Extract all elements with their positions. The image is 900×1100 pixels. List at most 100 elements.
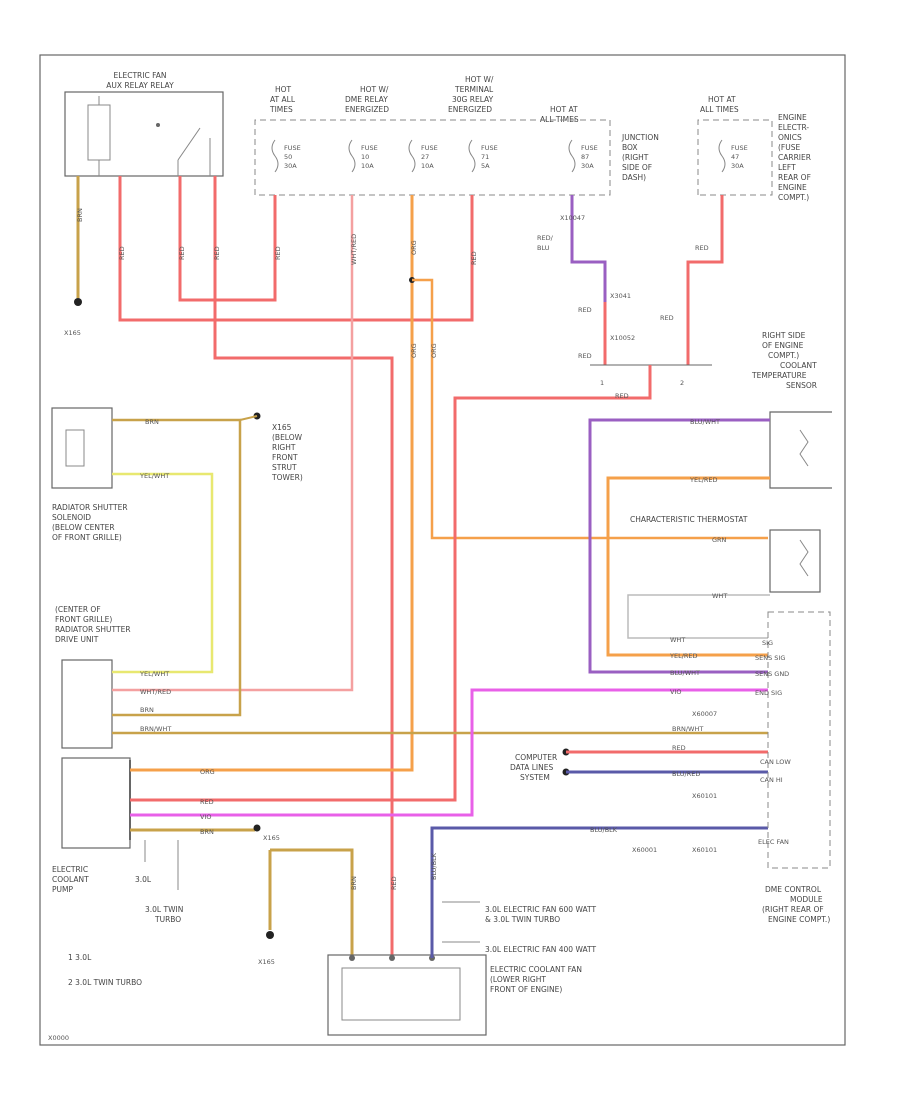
svg-text:BLU/WHT: BLU/WHT	[690, 418, 720, 426]
fuse-50: FUSE 50 30A	[271, 139, 301, 173]
svg-text:3.0L ELECTRIC FAN 600 WATT: 3.0L ELECTRIC FAN 600 WATT	[485, 905, 596, 914]
svg-text:BRN: BRN	[76, 208, 84, 222]
fuse-header-3-line4: ENERGIZED	[448, 105, 492, 114]
fuse-header-3-line1: HOT W/	[465, 75, 494, 84]
svg-text:1: 1	[600, 379, 604, 387]
svg-text:X165: X165	[258, 958, 275, 966]
svg-text:BRN/WHT: BRN/WHT	[140, 725, 171, 733]
svg-text:END SIG: END SIG	[755, 689, 782, 697]
svg-text:OF ENGINE: OF ENGINE	[762, 341, 804, 350]
fuse-box-junction: HOT AT ALL TIMES HOT W/ DME RELAY ENERGI…	[254, 75, 659, 196]
svg-text:BRN: BRN	[140, 706, 154, 714]
svg-text:10: 10	[361, 153, 369, 161]
svg-text:FUSE: FUSE	[731, 144, 748, 152]
svg-text:3.0L: 3.0L	[135, 875, 152, 884]
svg-text:FUSE: FUSE	[421, 144, 438, 152]
svg-text:COMPUTER: COMPUTER	[515, 753, 557, 762]
svg-text:X60101: X60101	[692, 846, 717, 854]
junction-box-line4: SIDE OF	[622, 163, 652, 172]
svg-text:30A: 30A	[731, 162, 744, 170]
radiator-shutter-solenoid: BRN YEL/WHT X165 (BELOW RIGHT FRONT STRU…	[51, 407, 303, 717]
svg-text:30A: 30A	[284, 162, 297, 170]
relay-title-2: AUX RELAY RELAY	[106, 81, 174, 90]
wires-top: X165	[64, 176, 768, 958]
wire-red-to-pump	[145, 365, 652, 802]
wire-fan-to-dme	[430, 826, 768, 958]
svg-text:WHT: WHT	[712, 592, 727, 600]
svg-text:BRN/WHT: BRN/WHT	[672, 725, 703, 733]
fuse-header-5-line2: ALL TIMES	[700, 105, 739, 114]
svg-text:RED: RED	[695, 244, 709, 252]
svg-text:X10052: X10052	[610, 334, 635, 342]
dme-control-module: SIG SENS SIG SENS GND END SIG CAN LOW CA…	[632, 611, 831, 924]
svg-text:RADIATOR SHUTTER: RADIATOR SHUTTER	[55, 625, 131, 634]
svg-text:X165: X165	[263, 834, 280, 842]
fuse-carrier-engine: HOT AT ALL TIMES FUSE 47 30A ENGINE ELEC…	[697, 95, 811, 202]
fuse-header-2-line2: DME RELAY	[345, 95, 388, 104]
svg-text:DME CONTROL: DME CONTROL	[765, 885, 822, 894]
fuse-71: FUSE 71 5A	[468, 139, 498, 173]
svg-text:STRUT: STRUT	[272, 463, 297, 472]
svg-text:X165: X165	[272, 423, 292, 432]
svg-text:ENGINE: ENGINE	[778, 113, 807, 122]
svg-text:FUSE: FUSE	[581, 144, 598, 152]
fuse-27: FUSE 27 10A	[408, 139, 438, 173]
svg-text:ORG: ORG	[410, 240, 418, 255]
svg-text:ELECTRIC: ELECTRIC	[52, 865, 88, 874]
svg-text:BLU/WHT: BLU/WHT	[670, 669, 700, 677]
fuse-header-4-line1: HOT AT	[550, 105, 578, 114]
fuse-header-3-line3: 30G RELAY	[452, 95, 494, 104]
junction-box-line1: JUNCTION	[621, 133, 659, 142]
svg-text:WHT/RED: WHT/RED	[350, 234, 358, 265]
svg-text:47: 47	[731, 153, 739, 161]
ground-label-1: X165	[64, 329, 81, 337]
svg-text:YEL/RED: YEL/RED	[669, 652, 698, 660]
svg-text:ORG: ORG	[410, 343, 418, 358]
fuse-header-2-line1: HOT W/	[360, 85, 389, 94]
wire-relay-to-fuse71	[118, 176, 474, 322]
wire-shutter-yel-wht	[112, 472, 214, 674]
relay-title-1: ELECTRIC FAN	[114, 71, 167, 80]
svg-text:3.0L ELECTRIC FAN 400 WATT: 3.0L ELECTRIC FAN 400 WATT	[485, 945, 596, 954]
wire-labels-top: BRN RED RED RED RED WHT/RED ORG RED ORG …	[76, 208, 709, 400]
svg-text:LEFT: LEFT	[778, 163, 796, 172]
fuse-header-1-line3: TIMES	[269, 105, 293, 114]
svg-text:RED/: RED/	[537, 234, 554, 242]
wire-relay-to-fuse50	[178, 176, 277, 302]
svg-text:ONICS: ONICS	[778, 133, 802, 142]
fuse-header-2-line3: ENERGIZED	[345, 105, 389, 114]
svg-text:X3041: X3041	[610, 292, 631, 300]
svg-text:SOLENOID: SOLENOID	[52, 513, 91, 522]
svg-text:RED: RED	[274, 246, 282, 260]
svg-text:SYSTEM: SYSTEM	[520, 773, 550, 782]
wire-fuse87	[570, 195, 607, 302]
coolant-temperature-sensor: RIGHT SIDE OF ENGINE COMPT.) COOLANT TEM…	[588, 331, 832, 674]
fuse-10: FUSE 10 10A	[348, 139, 378, 173]
svg-text:BRN: BRN	[145, 418, 159, 426]
svg-text:BLU/BLK: BLU/BLK	[430, 852, 438, 880]
diagram-id: X0000	[48, 1034, 69, 1042]
svg-text:SENSOR: SENSOR	[786, 381, 817, 390]
svg-text:10A: 10A	[421, 162, 434, 170]
svg-text:(FUSE: (FUSE	[778, 143, 800, 152]
svg-text:2: 2	[680, 379, 684, 387]
svg-text:ELECTR-: ELECTR-	[778, 123, 809, 132]
svg-text:OF FRONT GRILLE): OF FRONT GRILLE)	[52, 533, 122, 542]
svg-text:YEL/WHT: YEL/WHT	[139, 670, 169, 678]
legend: 1 3.0L 2 3.0L TWIN TURBO	[68, 953, 142, 987]
svg-text:ENGINE: ENGINE	[778, 183, 807, 192]
svg-text:RED: RED	[200, 798, 214, 806]
svg-text:X60101: X60101	[692, 792, 717, 800]
svg-text:RED: RED	[470, 251, 478, 265]
wire-sensor-gnd	[588, 418, 770, 674]
svg-text:RED: RED	[178, 246, 186, 260]
svg-text:87: 87	[581, 153, 589, 161]
svg-text:RIGHT: RIGHT	[272, 443, 296, 452]
svg-text:RADIATOR SHUTTER: RADIATOR SHUTTER	[52, 503, 128, 512]
computer-data-lines: COMPUTER DATA LINES SYSTEM RED BLU/RED B…	[510, 744, 768, 834]
svg-text:RED: RED	[615, 392, 629, 400]
electric-coolant-pump: ORG RED VIO BRN ELECTRIC COOLANT PUMP 3.…	[52, 688, 768, 924]
svg-text:VIO: VIO	[670, 688, 681, 696]
svg-text:COMPT.): COMPT.)	[778, 193, 809, 202]
svg-text:TEMPERATURE: TEMPERATURE	[751, 371, 807, 380]
